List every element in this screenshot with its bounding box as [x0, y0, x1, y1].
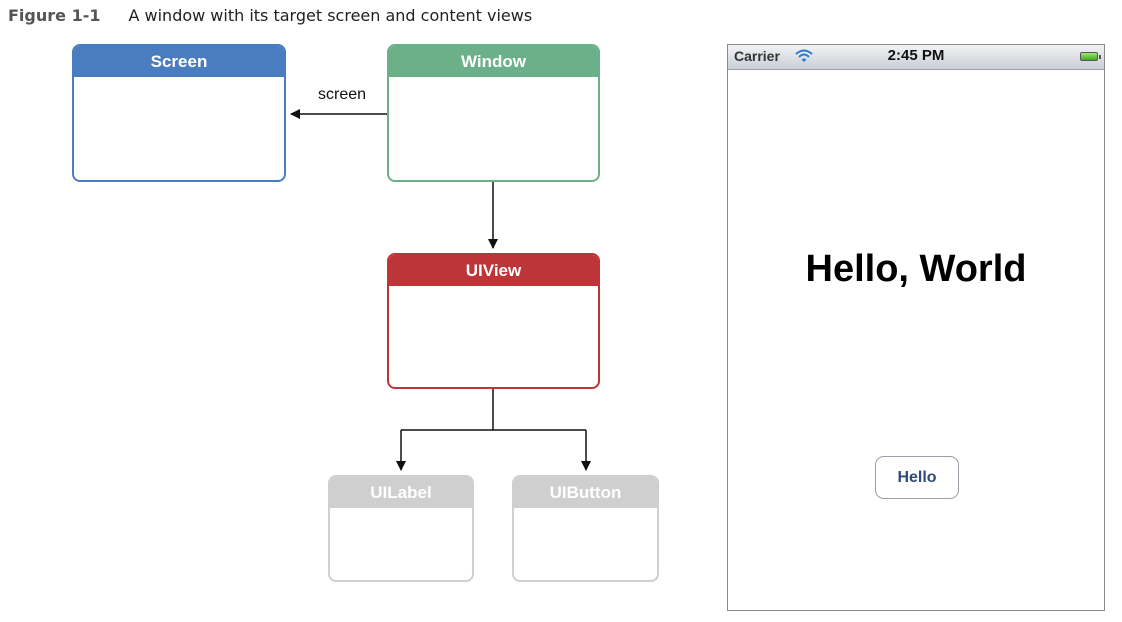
uibutton-box-title: UIButton — [514, 477, 657, 508]
window-box: Window — [387, 44, 600, 182]
uilabel-box-title: UILabel — [330, 477, 472, 508]
carrier-label: Carrier — [734, 48, 780, 64]
uilabel-box: UILabel — [328, 475, 474, 582]
figure-number: Figure 1-1 — [8, 6, 101, 25]
uiview-box: UIView — [387, 253, 600, 389]
uiview-box-title: UIView — [389, 255, 598, 286]
hello-world-label: Hello, World — [805, 248, 1027, 290]
window-box-title: Window — [389, 46, 598, 77]
phone-screen: Carrier 2:45 PM Hello, World Hello — [727, 44, 1105, 611]
arrow-uiview-branch — [401, 389, 586, 431]
wifi-icon — [795, 49, 813, 68]
hello-button[interactable]: Hello — [875, 456, 959, 499]
screen-box: Screen — [72, 44, 286, 182]
figure-caption: Figure 1-1 A window with its target scree… — [8, 4, 532, 28]
figure-title: A window with its target screen and cont… — [128, 6, 533, 25]
status-time: 2:45 PM — [887, 47, 945, 64]
uibutton-box: UIButton — [512, 475, 659, 582]
screen-box-title: Screen — [74, 46, 284, 77]
screen-edge-label: screen — [318, 86, 367, 103]
battery-icon — [1080, 52, 1101, 61]
status-bar: Carrier 2:45 PM — [728, 45, 1104, 70]
